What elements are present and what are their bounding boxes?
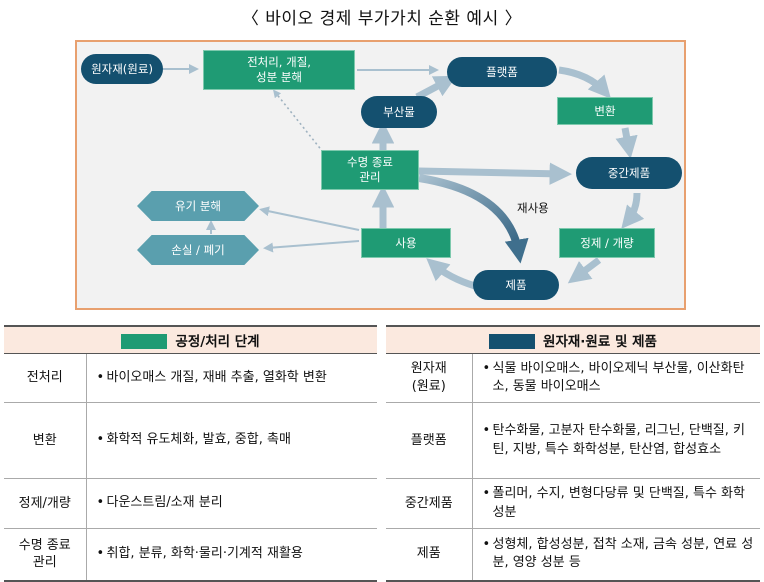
node-conversion: 변환 — [557, 97, 653, 125]
row-description: 바이오매스 개질, 재배 추출, 열화학 변환 — [106, 369, 327, 385]
node-refine: 정제 / 개량 — [559, 228, 655, 258]
node-raw-material: 원자재(원료) — [81, 54, 163, 84]
value-cycle-diagram: 원자재(원료) 전처리, 개질, 성분 분해 플랫폼 부산물 변환 수명 종료 … — [75, 40, 686, 310]
row-category: 전처리 — [4, 353, 87, 403]
arrow-reuse — [418, 174, 529, 264]
row-category: 원자재 (원료) — [386, 353, 473, 403]
row-description: 성형체, 합성성분, 접착 소재, 금속 성분, 연료 성분, 영양 성분 등 — [492, 537, 754, 571]
arrow-platform-conversion — [558, 66, 611, 99]
arrow-eol-intermediate — [418, 162, 572, 185]
row-category: 수명 종료 관리 — [4, 528, 87, 582]
row-description: 화학적 유도체화, 발효, 중합, 촉매 — [106, 432, 291, 448]
row-category: 플랫폼 — [386, 402, 473, 479]
arrow-use-loss — [263, 240, 360, 253]
table-row: 플랫폼 •탄수화물, 고분자 탄수화물, 리그닌, 단백질, 키틴, 지방, 특… — [386, 402, 760, 479]
arrow-eol-pretreat — [273, 89, 324, 153]
node-pretreatment: 전처리, 개질, 성분 분해 — [203, 50, 355, 90]
node-platform: 플랫폼 — [447, 57, 557, 87]
node-byproduct: 부산물 — [361, 96, 437, 128]
node-use: 사용 — [361, 228, 451, 258]
table-row: 수명 종료 관리 •취합, 분류, 화학·물리·기계적 재활용 — [4, 528, 377, 582]
table-row: 중간제품 •폴리머, 수지, 변형다당류 및 단백질, 특수 화학 성분 — [386, 478, 760, 529]
row-description: 탄수화물, 고분자 탄수화물, 리그닌, 단백질, 키틴, 지방, 특수 화학성… — [492, 423, 745, 457]
materials-table-header: 원자재·원료 및 제품 — [386, 325, 760, 354]
row-category: 정제/개량 — [4, 478, 87, 529]
table-row: 변환 •화학적 유도체화, 발효, 중합, 촉매 — [4, 402, 377, 479]
row-description: 식물 바이오매스, 바이오제닉 부산물, 이산화탄소, 동물 바이오매스 — [492, 360, 745, 394]
materials-table: 원자재·원료 및 제품 원자재 (원료) •식물 바이오매스, 바이오제닉 부산… — [386, 325, 760, 582]
arrow-conversion-intermediate — [615, 127, 638, 159]
page-title: 〈 바이오 경제 부가가치 순환 예시 〉 — [241, 9, 523, 29]
node-loss-disposal: 손실 / 폐기 — [137, 235, 259, 265]
row-description: 다운스트림/소재 분리 — [106, 495, 223, 511]
row-category: 제품 — [386, 528, 473, 582]
navy-swatch — [489, 333, 536, 349]
table-row: 원자재 (원료) •식물 바이오매스, 바이오제닉 부산물, 이산화탄소, 동물… — [386, 353, 760, 403]
arrow-product-use — [426, 258, 477, 290]
node-end-of-life: 수명 종료 관리 — [321, 150, 419, 190]
arrow-intermediate-refine — [621, 192, 645, 229]
arrows-layer — [163, 64, 645, 290]
process-table-header: 공정/처리 단계 — [4, 325, 377, 354]
table-row: 정제/개량 •다운스트림/소재 분리 — [4, 478, 377, 529]
arrow-use-organic — [259, 206, 360, 231]
row-description: 폴리머, 수지, 변형다당류 및 단백질, 특수 화학 성분 — [492, 486, 745, 520]
row-description: 취합, 분류, 화학·물리·기계적 재활용 — [106, 546, 303, 562]
reuse-label: 재사용 — [517, 201, 549, 215]
table-row: 제품 •성형체, 합성성분, 접착 소재, 금속 성분, 연료 성분, 영양 성… — [386, 528, 760, 582]
row-category: 중간제품 — [386, 478, 473, 529]
row-category: 변환 — [4, 402, 87, 479]
node-intermediate: 중간제품 — [576, 157, 682, 189]
table-row: 전처리 •바이오매스 개질, 재배 추출, 열화학 변환 — [4, 353, 377, 403]
node-organic-decomposition: 유기 분해 — [137, 191, 259, 221]
node-product: 제품 — [473, 270, 559, 300]
arrow-byproduct-platform — [415, 75, 457, 101]
process-table: 공정/처리 단계 전처리 •바이오매스 개질, 재배 추출, 열화학 변환 변환… — [4, 325, 377, 582]
arrow-refine-product — [567, 257, 602, 284]
green-swatch — [121, 333, 168, 349]
